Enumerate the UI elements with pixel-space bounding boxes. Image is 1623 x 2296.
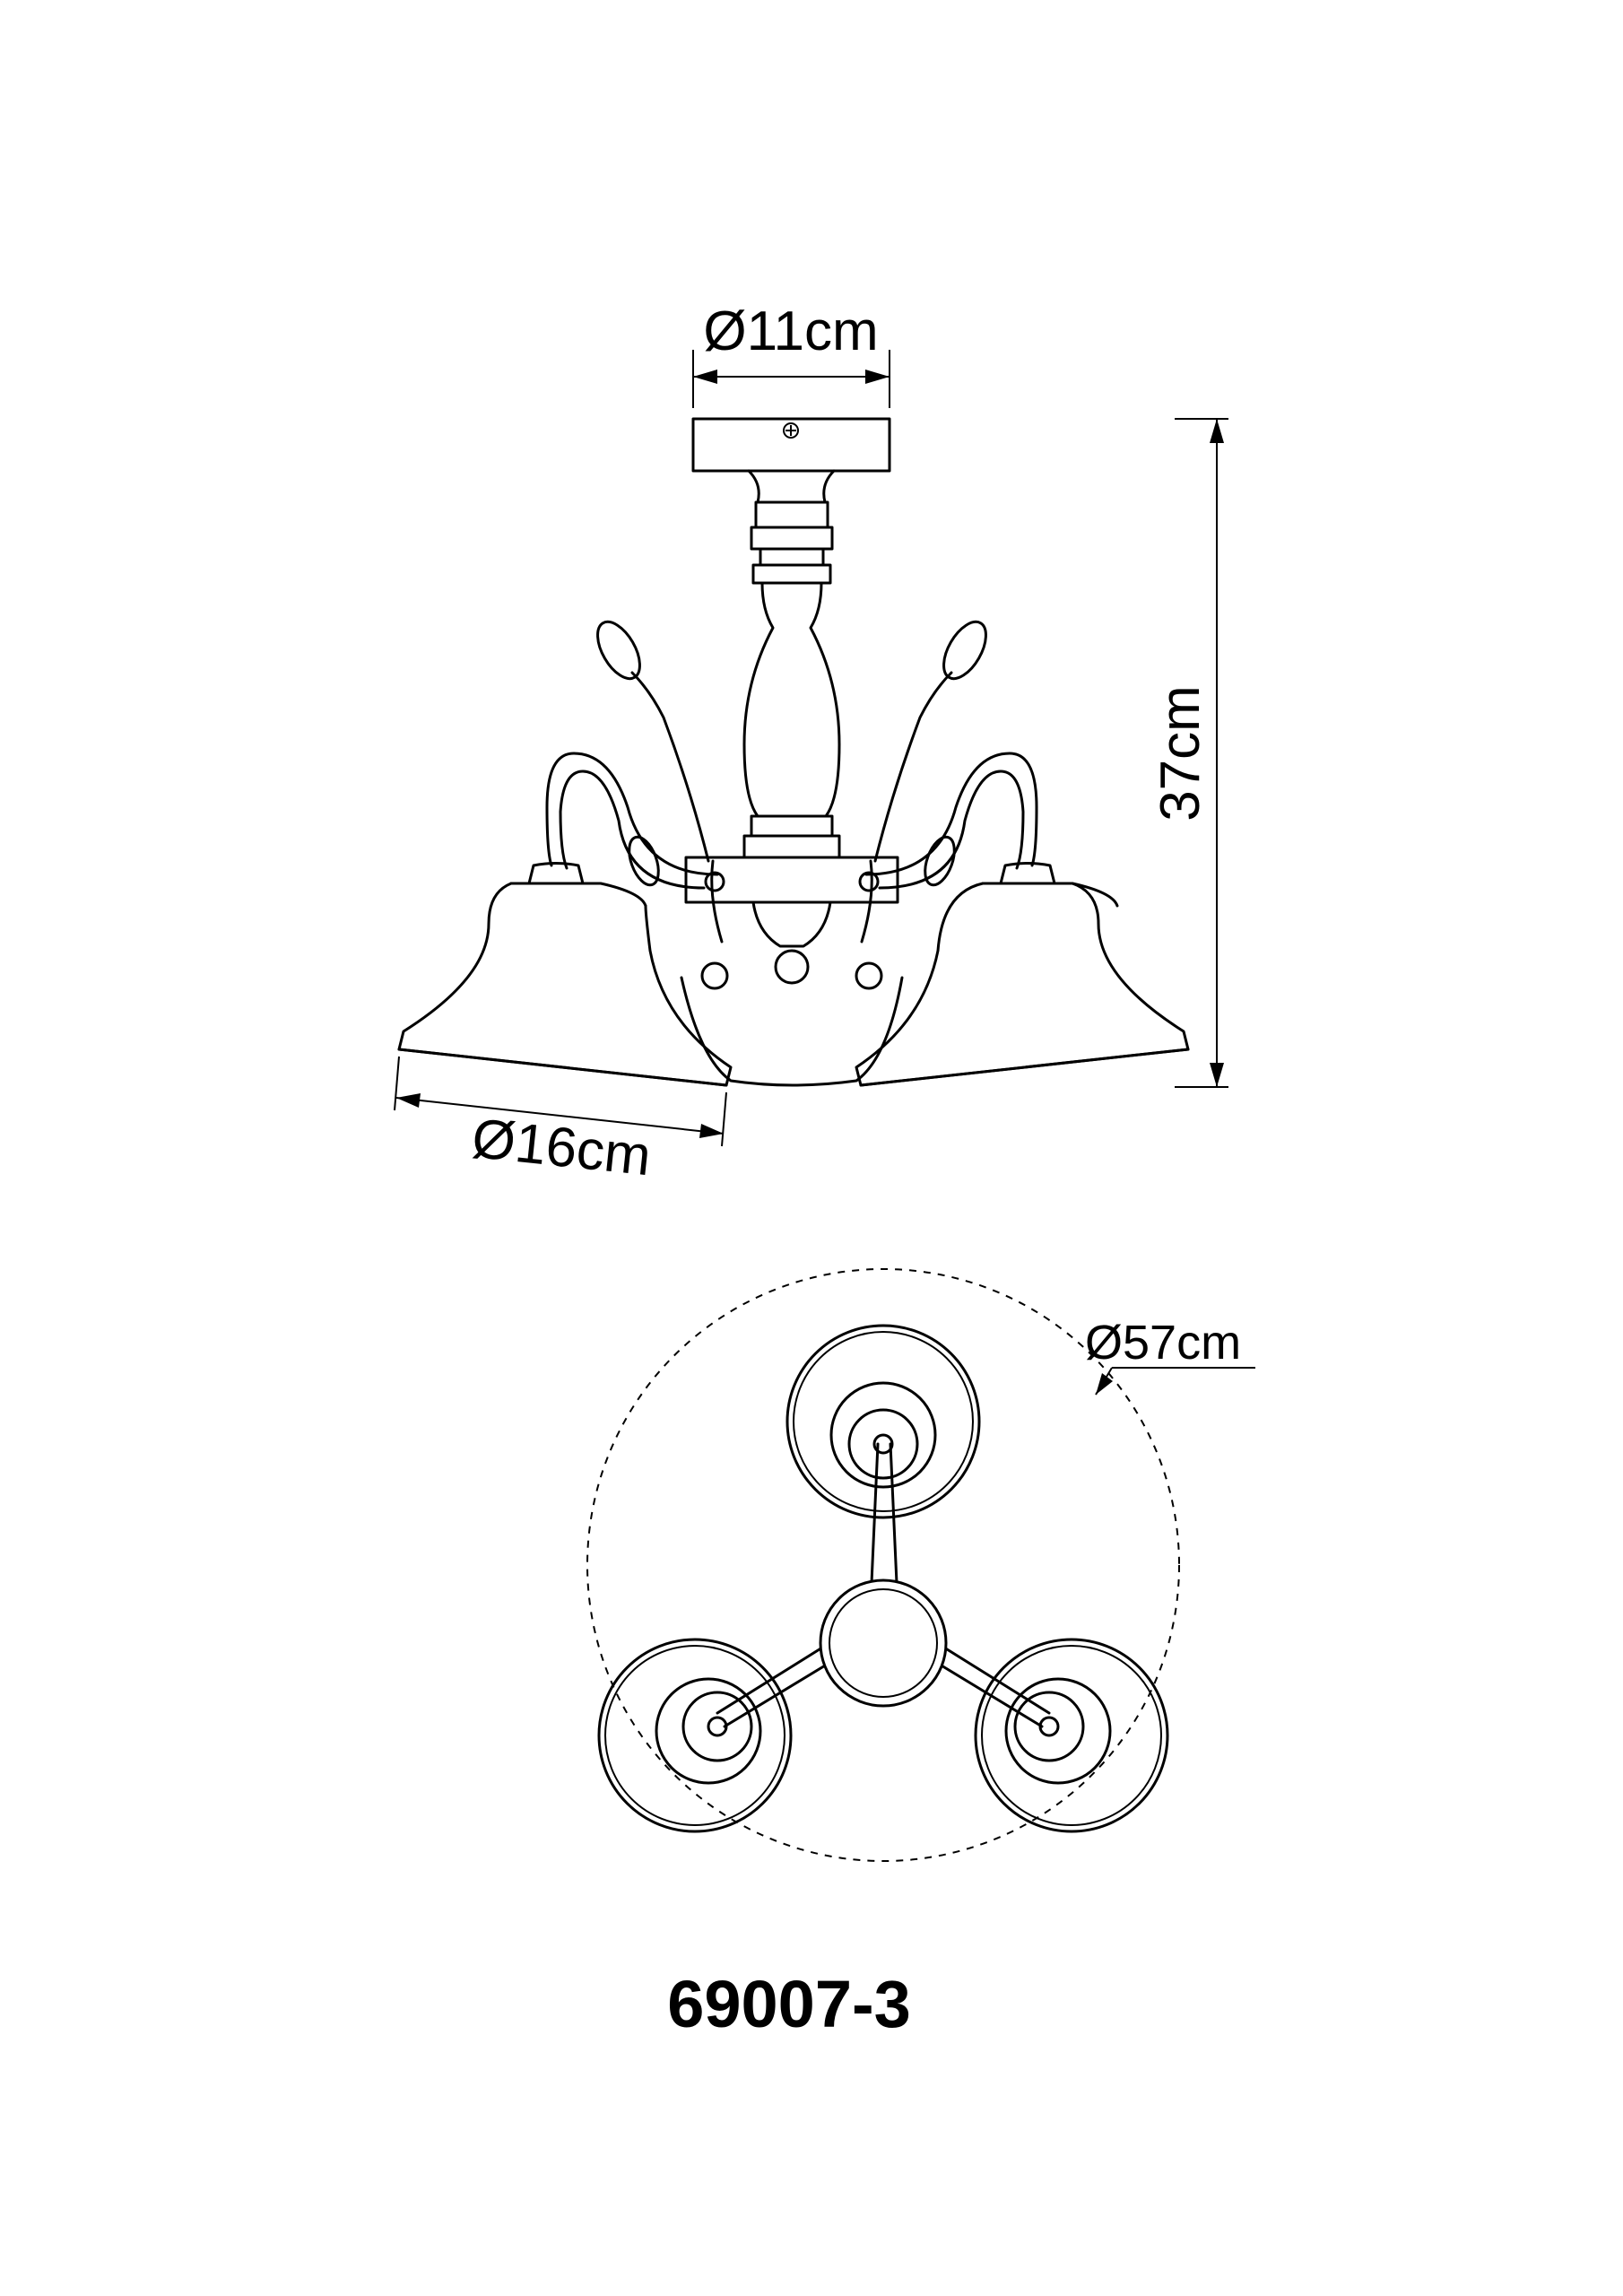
body-bar (684, 856, 899, 985)
left-arm (545, 620, 729, 990)
overall-diameter-dimension: Ø57cm (1085, 1316, 1255, 1396)
height-dimension: 37cm (1150, 418, 1228, 1088)
canopy-diameter-dimension: Ø11cm (692, 300, 890, 408)
right-arm (855, 620, 1038, 990)
shade-diameter-label: Ø16cm (469, 1108, 654, 1188)
top-view-shade-left (597, 1638, 793, 1833)
top-view-hub (819, 1578, 948, 1708)
right-shade (855, 862, 1190, 1087)
height-label: 37cm (1150, 685, 1211, 822)
canopy-diameter-label: Ø11cm (703, 300, 878, 362)
top-view-shade-right (974, 1638, 1169, 1833)
left-shade (397, 862, 733, 1087)
overall-diameter-label: Ø57cm (1085, 1316, 1241, 1370)
center-column (742, 500, 841, 859)
overall-diameter-circle (586, 1268, 1180, 1862)
canopy (691, 417, 891, 504)
side-view: Ø11cm (394, 300, 1228, 1188)
top-view-shade-top (785, 1324, 981, 1519)
shade-diameter-dimension: Ø16cm (394, 1056, 727, 1188)
top-view: Ø57cm (586, 1268, 1255, 1862)
center-shade (680, 976, 904, 1087)
model-number: 69007-3 (667, 1967, 911, 2041)
